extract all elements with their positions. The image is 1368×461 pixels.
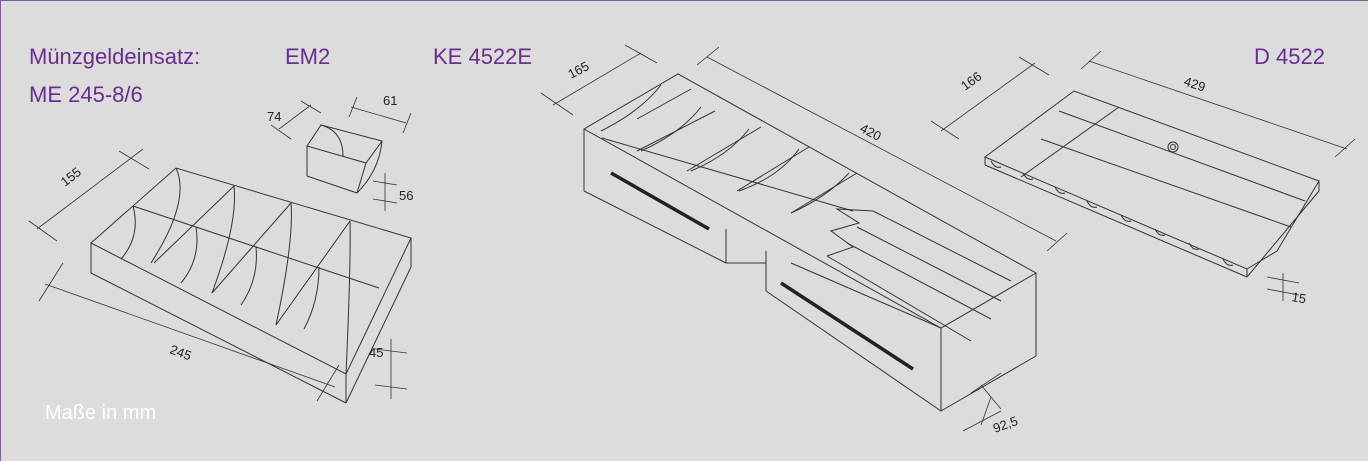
em-width-dim: 74 <box>267 109 281 124</box>
ke-length-dim: 420 <box>858 120 884 143</box>
ke-height-dim: 92,5 <box>991 413 1020 436</box>
ke4522e-label: KE 4522E <box>433 44 533 69</box>
me-height-dim: 45 <box>369 345 383 360</box>
coin-insert-model-label: ME 245-8/6 <box>29 82 143 107</box>
d-width-dim: 166 <box>958 69 984 94</box>
cash-insert-ke-4522e: 165 420 92,5 <box>540 44 1068 436</box>
d4522-label: D 4522 <box>1254 44 1325 69</box>
coin-tray-me-245: 155 245 45 <box>28 148 412 404</box>
d-height-dim: 15 <box>1290 289 1307 306</box>
coin-insert-label: Münzgeldeinsatz: <box>29 44 201 69</box>
ke-width-dim: 165 <box>565 58 591 81</box>
em-length-dim: 61 <box>383 93 397 108</box>
units-note: Maße in mm <box>45 402 157 424</box>
em2-label: EM2 <box>285 44 331 69</box>
cover-d-4522: 166 429 15 <box>930 50 1356 306</box>
lock-icon <box>1167 141 1179 153</box>
me-width-dim: 155 <box>58 164 84 189</box>
em-height-dim: 56 <box>399 188 413 203</box>
coin-cup-em2: 61 74 56 <box>267 93 413 211</box>
me-length-dim: 245 <box>168 342 194 364</box>
d-length-dim: 429 <box>1182 74 1207 95</box>
